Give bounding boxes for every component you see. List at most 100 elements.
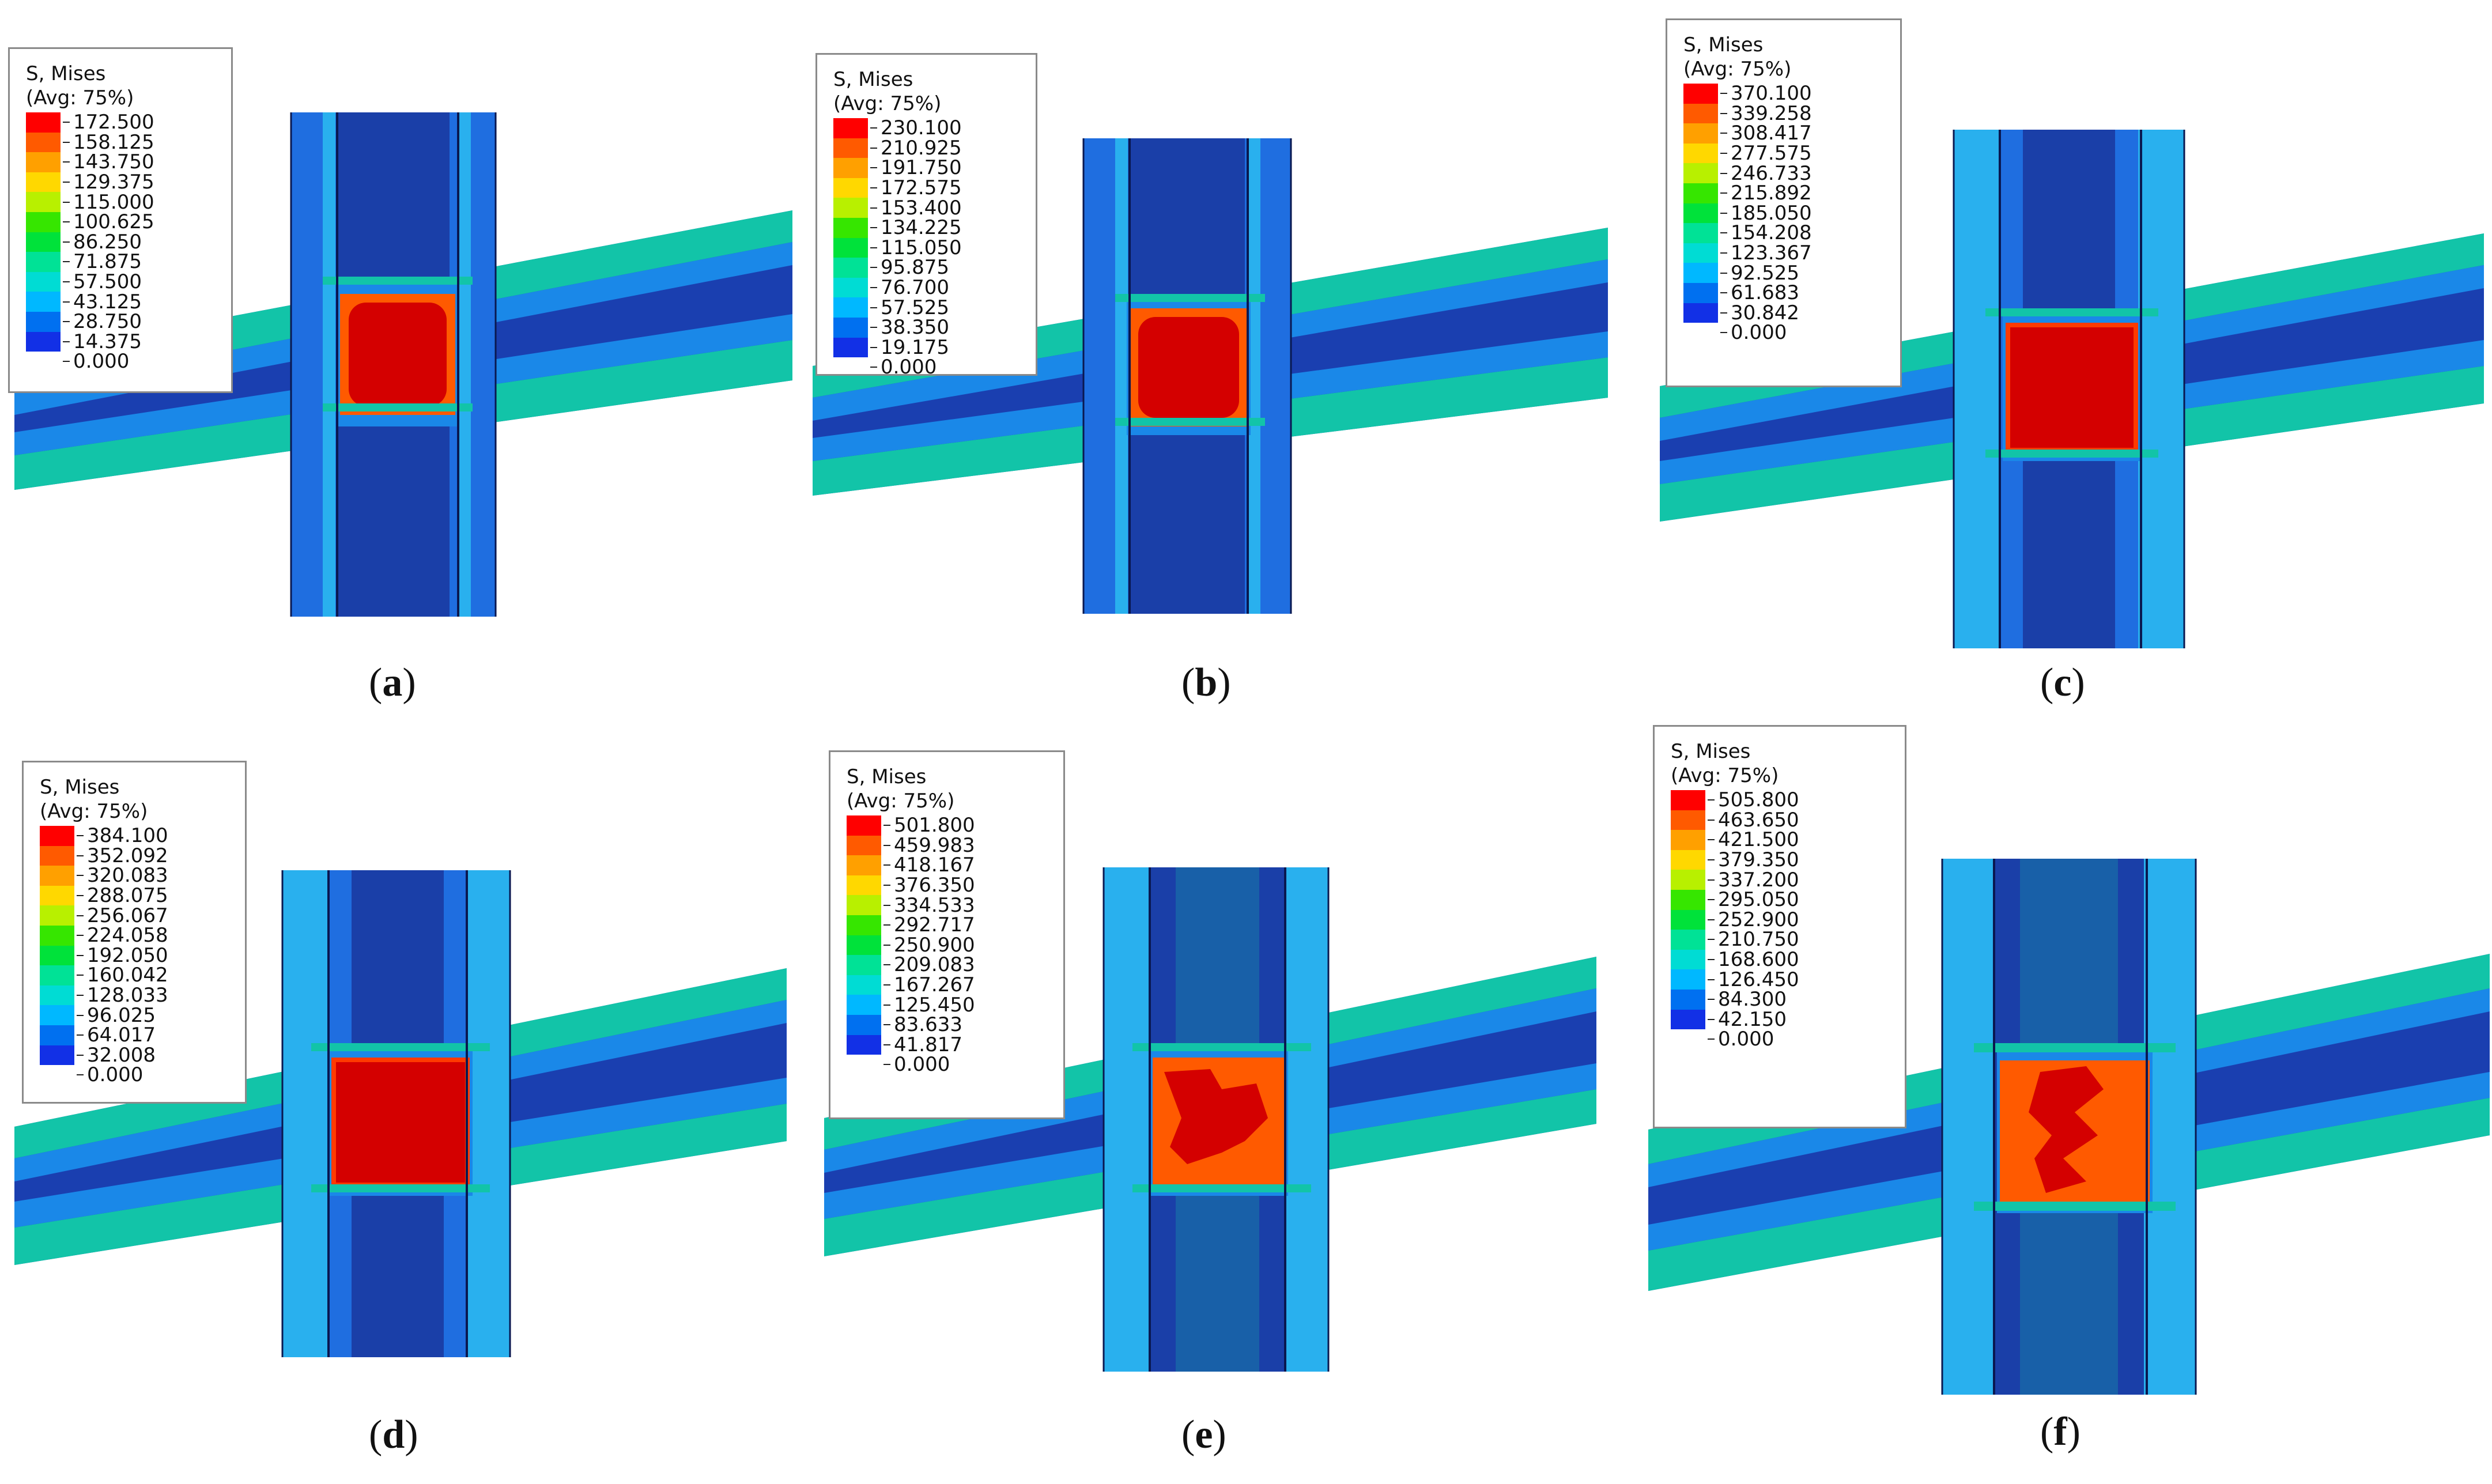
legend-value: 210.925 [881,136,962,160]
legend-row: 41.817 [847,1033,1047,1056]
legend-swatch [40,925,74,946]
legend-value: 334.533 [894,893,975,917]
legend-tick [63,281,70,283]
legend-tick [63,122,70,123]
legend-swatch [847,995,881,1015]
legend-value: 0.000 [894,1053,950,1077]
legend-swatch [1683,143,1718,164]
legend-value: 160.042 [87,964,168,987]
legend-value: 92.525 [1731,261,1799,285]
legend-row: 71.875 [26,252,215,272]
legend-row: 64.017 [40,1025,229,1045]
legend-row: 115.050 [833,237,1020,258]
legend-swatch [833,198,868,218]
legend-value: 123.367 [1731,241,1812,265]
legend-row: 0.000 [833,357,1020,377]
legend-tick [63,361,70,362]
legend-row: 0.000 [26,352,215,372]
legend-swatch [847,875,881,896]
legend-value: 125.450 [894,993,975,1017]
legend-value: 19.175 [881,335,949,359]
legend-swatch [833,178,868,198]
legend-row: 418.167 [847,855,1047,875]
caption-b: (b) [1181,660,1231,705]
legend-row: 160.042 [40,965,229,985]
legend-swatch [40,1025,74,1045]
legend-value: 172.500 [73,111,154,134]
legend-row: 167.267 [847,975,1047,995]
legend-value: 295.050 [1718,888,1799,912]
legend-tick [1708,979,1715,980]
legend-tick [1720,133,1727,134]
legend-row: 320.083 [40,866,229,886]
legend-value: 339.258 [1731,101,1812,125]
legend-row: 115.000 [26,192,215,212]
legend-swatch [26,271,61,292]
legend-value: 143.750 [73,150,154,174]
legend-row: 76.700 [833,277,1020,298]
legend-tick [883,844,890,846]
legend-title-line2: (Avg: 75%) [40,800,148,823]
legend-value: 256.067 [87,904,168,927]
legend-value: 277.575 [1731,142,1812,165]
legend-tick [1708,1018,1715,1020]
legend-value: 154.208 [1731,221,1812,245]
legend-swatch [1683,223,1718,243]
legend-title-line1: S, Mises [833,68,913,91]
legend-row: 246.733 [1683,163,1884,183]
legend-row: 292.717 [847,915,1047,935]
legend-swatch [1671,909,1705,930]
legend-row: 153.400 [833,198,1020,218]
legend-value: 0.000 [73,350,130,373]
legend-tick [870,247,877,248]
legend-swatch [847,815,881,836]
legend-value: 41.817 [894,1033,962,1056]
legend-value: 43.125 [73,290,142,314]
legend-title-line2: (Avg: 75%) [1671,764,1779,787]
legend-tick [1720,93,1727,95]
legend-value: 224.058 [87,924,168,947]
legend-value: 28.750 [73,310,142,334]
legend-tick [77,915,84,916]
legend-row: 123.367 [1683,243,1884,263]
legend-value: 167.267 [894,973,975,997]
legend-swatch [833,317,868,338]
legend-tick [77,975,84,976]
legend-swatch [1671,930,1705,950]
legend-swatch [1683,123,1718,144]
legend-swatch [1683,263,1718,283]
legend-swatch [26,311,61,332]
legend-tick [63,301,70,303]
legend-value: 38.350 [881,316,949,339]
legend-tick [870,267,877,269]
legend-row: 172.500 [26,112,215,133]
legend-swatch [26,192,61,212]
legend-tick [870,207,877,209]
legend-row: 191.750 [833,158,1020,178]
legend-row: 192.050 [40,945,229,966]
legend-swatch [1671,889,1705,910]
legend-tick [883,904,890,906]
legend-row: 128.033 [40,985,229,1006]
legend-value: 57.500 [73,270,142,294]
legend-row: 125.450 [847,995,1047,1015]
legend-row: 215.892 [1683,183,1884,203]
legend-title-line2: (Avg: 75%) [1683,58,1792,81]
legend-tick [77,835,84,837]
legend-tick [883,1004,890,1006]
legend-value: 32.008 [87,1043,156,1067]
legend-value: 95.875 [881,256,949,280]
legend-swatch [26,112,61,133]
legend-swatch [833,118,868,138]
legend-swatch [40,1005,74,1025]
legend-row: 421.500 [1671,830,1889,850]
legend-swatch [833,337,868,358]
legend-swatch [833,357,868,377]
legend-tick [883,1064,890,1066]
legend-value: 153.400 [881,196,962,220]
legend-swatch [40,1065,74,1085]
